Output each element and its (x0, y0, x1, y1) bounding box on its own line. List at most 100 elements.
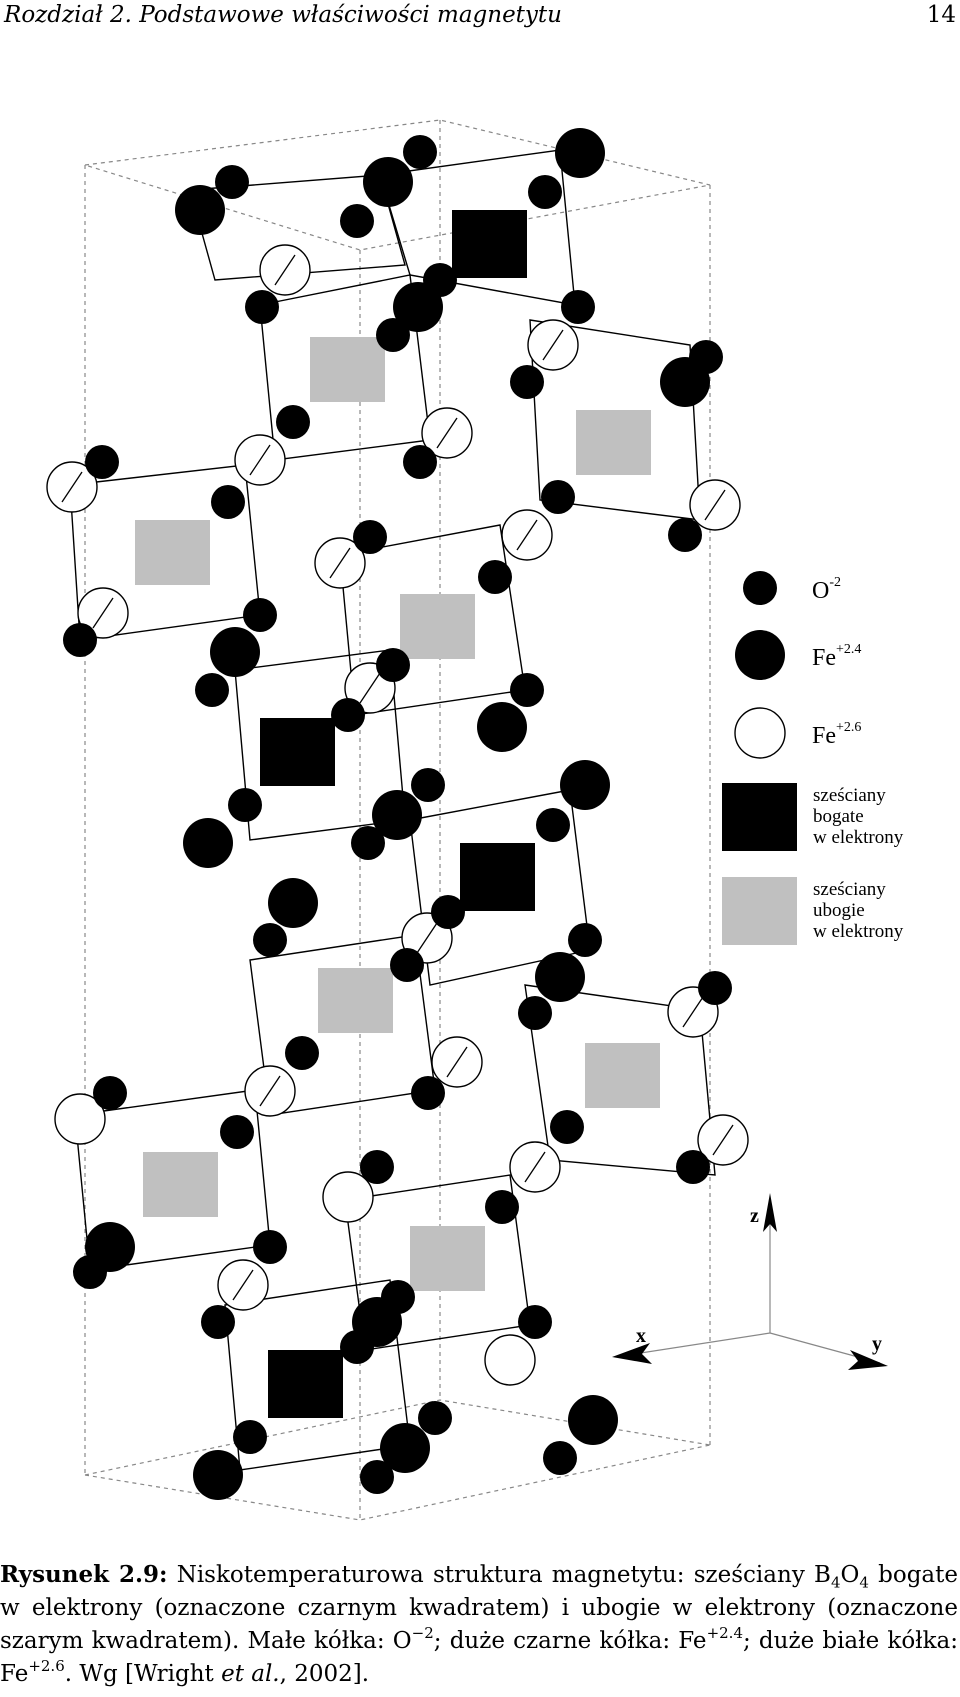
fe24-atom (363, 157, 413, 207)
rich-cube (452, 210, 527, 278)
running-head: Rozdział 2. Podstawowe właściwości magne… (4, 0, 956, 34)
o2-atom (253, 1230, 287, 1264)
fe24-atom (568, 1395, 618, 1445)
o2-atom (561, 290, 595, 324)
o2-atom (403, 135, 437, 169)
o2-atom (63, 623, 97, 657)
rich-cube (260, 718, 335, 786)
legend: O-2 Fe+2.4 Fe+2.6 sześciany bogate w ele… (722, 571, 904, 945)
svg-text:sześciany ubogie w: sześciany ubogie w elektrony (813, 879, 904, 942)
o2-atom (698, 971, 732, 1005)
rich-cube (460, 843, 535, 911)
o2-atom (85, 445, 119, 479)
fe24-atoms (85, 128, 710, 1500)
chapter-title: Rozdział 2. Podstawowe właściwości magne… (4, 2, 562, 28)
fe26-atom-ticks (61, 254, 734, 1301)
electron-rich-cubes (260, 210, 535, 1418)
fe24-atom (555, 128, 605, 178)
o2-atom (543, 1441, 577, 1475)
o2-atom (376, 648, 410, 682)
svg-text:O-2: O-2 (812, 575, 841, 604)
o2-atom (276, 405, 310, 439)
o2-atom (550, 1110, 584, 1144)
o2-atom (411, 768, 445, 802)
page-number: 14 (926, 2, 956, 28)
o2-atom (510, 673, 544, 707)
o2-atom (510, 365, 544, 399)
o2-atom (93, 1076, 127, 1110)
y-arrow-icon (848, 1350, 888, 1370)
fe24-atom (393, 282, 443, 332)
figure-label: Rysunek 2.9: (0, 1561, 168, 1588)
o2-atom (285, 1036, 319, 1070)
legend-poor-line3: w elektrony (813, 921, 904, 942)
poor-cube (310, 337, 385, 402)
o2-atom (211, 485, 245, 519)
fe26-atom (322, 1171, 374, 1223)
fe24-atom (183, 818, 233, 868)
o2-atom (220, 1115, 254, 1149)
legend-rich-line2: bogate (813, 806, 864, 827)
o2-atom (528, 175, 562, 209)
o2-atom (689, 340, 723, 374)
legend-poor-symbol (722, 877, 797, 945)
o2-atom (381, 1280, 415, 1314)
legend-rich-symbol (722, 783, 797, 851)
o2-atom (376, 318, 410, 352)
fe24-atom (210, 627, 260, 677)
o2-atom (360, 1150, 394, 1184)
x-axis-label: x (636, 1325, 646, 1347)
poor-cube (318, 968, 393, 1033)
z-axis-label: z (750, 1205, 759, 1227)
legend-o2-label: O (812, 578, 829, 604)
svg-text:Fe+2.6: Fe+2.6 (812, 720, 861, 749)
axes-indicator: z x y (612, 1193, 888, 1370)
fe24-atom (372, 790, 422, 840)
o2-atom (245, 290, 279, 324)
poor-cube (585, 1043, 660, 1108)
poor-cube (410, 1226, 485, 1291)
fe24-atom (477, 702, 527, 752)
o2-atom (215, 165, 249, 199)
fe24-atom (268, 878, 318, 928)
o2-atom (195, 673, 229, 707)
rich-cube (268, 1350, 343, 1418)
svg-text:Fe+2.4: Fe+2.4 (812, 642, 861, 671)
o2-atom (201, 1305, 235, 1339)
o2-atom (418, 1401, 452, 1435)
o2-atoms (63, 135, 732, 1494)
legend-rich-line1: sześciany (813, 785, 886, 806)
z-arrow-icon (763, 1193, 777, 1232)
legend-fe26-label: Fe (812, 723, 836, 749)
legend-rich-line3: w elektrony (813, 827, 904, 848)
x-arrow-icon (612, 1343, 652, 1364)
magnetite-structure-figure: O-2 Fe+2.4 Fe+2.6 sześciany bogate w ele… (46, 119, 904, 1521)
legend-fe26-symbol (734, 707, 786, 759)
poor-cube (143, 1152, 218, 1217)
fe24-atom (193, 1450, 243, 1500)
o2-atom (536, 808, 570, 842)
o2-atom (485, 1190, 519, 1224)
o2-atom (253, 923, 287, 957)
fe26-atom (54, 1093, 106, 1145)
legend-fe26-sup: +2.6 (836, 720, 861, 735)
poor-cube (576, 410, 651, 475)
poor-cube (400, 594, 475, 659)
o2-atom (351, 826, 385, 860)
o2-atom (403, 445, 437, 479)
o2-atom (243, 598, 277, 632)
poor-cube (135, 520, 210, 585)
legend-poor-line1: sześciany (813, 879, 886, 900)
o2-atom (541, 480, 575, 514)
o2-atom (360, 1460, 394, 1494)
o2-atom (676, 1150, 710, 1184)
fe24-atom (175, 185, 225, 235)
legend-poor-line2: ubogie (813, 900, 865, 921)
o2-atom (340, 204, 374, 238)
legend-o2-symbol (743, 571, 777, 605)
o2-atom (518, 1305, 552, 1339)
fe24-atom (535, 952, 585, 1002)
o2-atom (423, 263, 457, 297)
fe24-atom (560, 760, 610, 810)
o2-atom (73, 1255, 107, 1289)
